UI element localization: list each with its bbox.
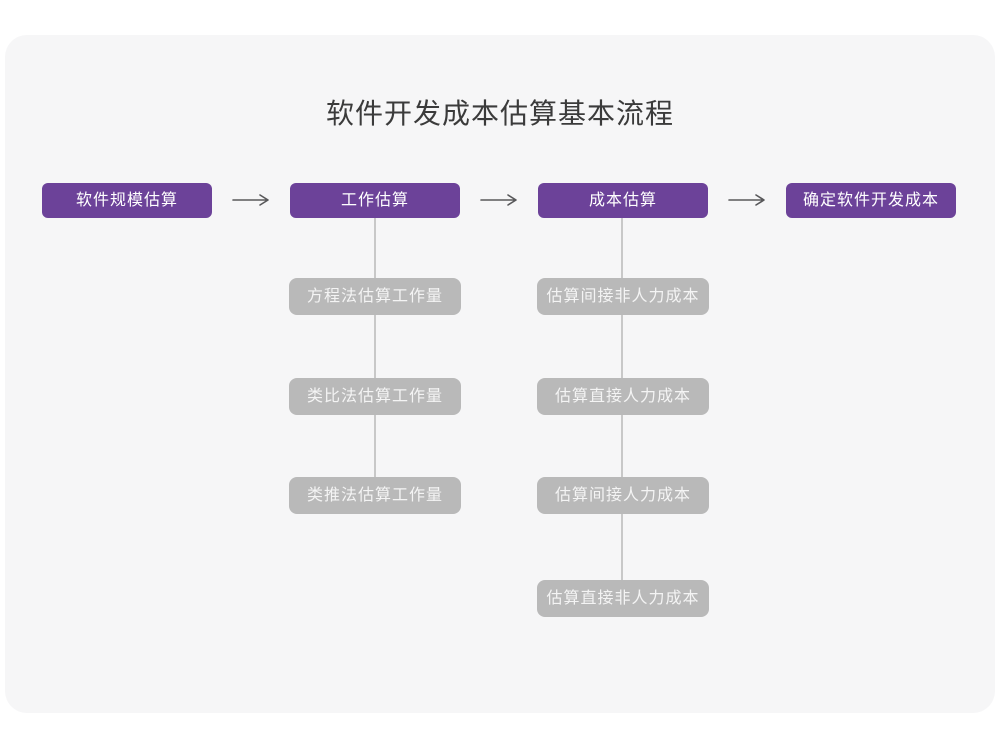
sub-node-analogy-method: 类推法估算工作量 <box>289 477 461 514</box>
diagram-card <box>5 35 995 713</box>
sub-node-direct-labor-cost: 估算直接人力成本 <box>537 378 709 415</box>
flow-node-software-scale-estimation: 软件规模估算 <box>42 183 212 218</box>
flow-node-determine-development-cost: 确定软件开发成本 <box>786 183 956 218</box>
diagram-title: 软件开发成本估算基本流程 <box>325 98 674 129</box>
arrow-right-icon <box>728 194 765 206</box>
sub-node-equation-method: 方程法估算工作量 <box>289 278 461 315</box>
sub-node-indirect-nonlabor-cost: 估算间接非人力成本 <box>537 278 709 315</box>
sub-node-direct-nonlabor-cost: 估算直接非人力成本 <box>537 580 709 617</box>
connector-line-work-estimation <box>374 218 376 478</box>
sub-node-comparison-method: 类比法估算工作量 <box>289 378 461 415</box>
flow-node-cost-estimation: 成本估算 <box>538 183 708 218</box>
flow-node-work-estimation: 工作估算 <box>290 183 460 218</box>
arrow-right-icon <box>232 194 269 206</box>
arrow-right-icon <box>480 194 517 206</box>
sub-node-indirect-labor-cost: 估算间接人力成本 <box>537 477 709 514</box>
